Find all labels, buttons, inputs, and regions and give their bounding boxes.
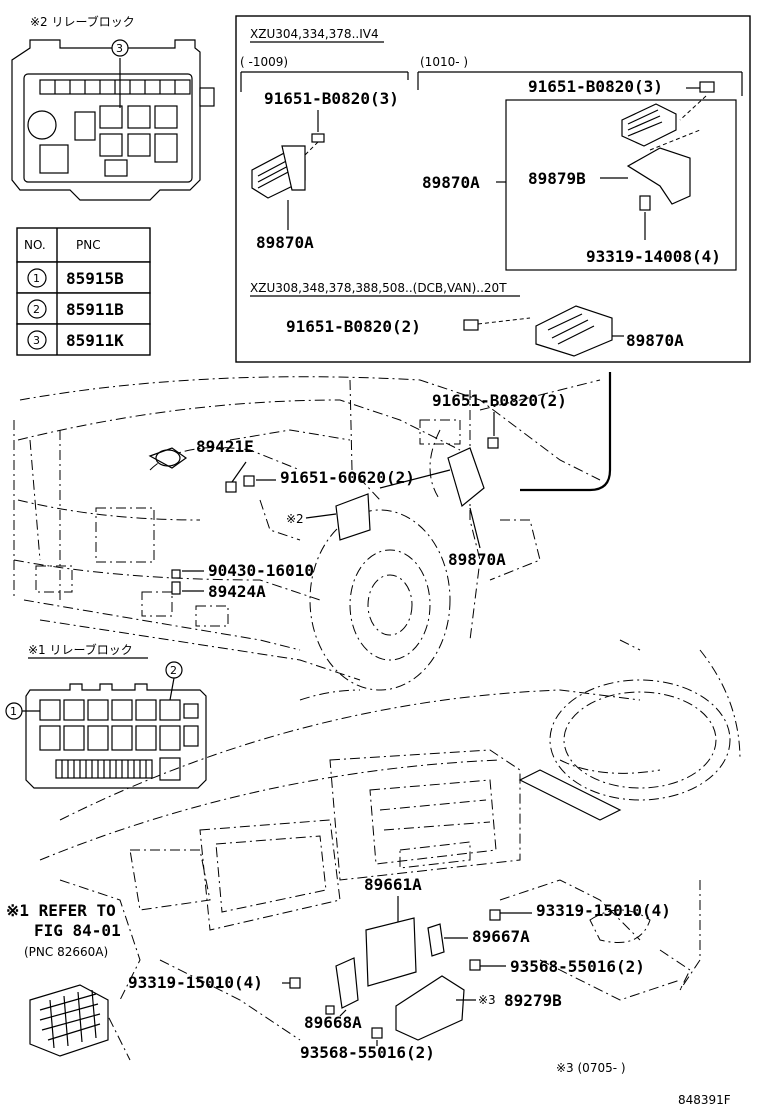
engine-ecu-89870a	[447, 447, 485, 508]
detail-range-right: (1010- )	[420, 55, 468, 69]
dash-bracket-label: 89668A	[304, 1013, 362, 1032]
detail-right-screw-label: 93319-14008(4)	[586, 247, 721, 266]
detail-left-part-label: 89870A	[256, 233, 314, 252]
dash-cover-mark: ※3	[478, 993, 496, 1007]
detail-right-bracket-label: 89879B	[528, 169, 586, 188]
footer: ※3 (0705- ) 848391F	[556, 1061, 731, 1107]
engine-ref-mark: ※2	[286, 512, 304, 526]
dash-screw-top-icon	[489, 909, 501, 921]
pnc-table-header-pnc: PNC	[76, 238, 101, 252]
pnc-row-3-pnc: 85911K	[66, 331, 124, 350]
dash-screw-top-label: 93319-15010(4)	[536, 901, 671, 920]
dash-screw-left-label: 93319-15010(4)	[128, 973, 263, 992]
engine-bolt-center-icon	[243, 475, 255, 487]
refer-line-2: FIG 84-01	[34, 921, 121, 940]
dash-sensor-89667a	[427, 923, 445, 957]
pnc-row-2-pnc: 85911B	[66, 300, 124, 319]
relay-block-1: ※1 リレーブロック 1 2	[5, 642, 207, 789]
dash-bracket-89668a	[335, 957, 359, 1009]
detail-model-top: XZU304,334,378..IV4	[250, 27, 379, 41]
engine-ecu-label: 89870A	[448, 550, 506, 569]
relay-block-1-marker-2-text: 2	[170, 664, 177, 677]
engine-switch-icon	[171, 581, 181, 595]
engine-clip-icon	[171, 569, 181, 579]
right-screw-icon	[639, 195, 651, 211]
footer-note: ※3 (0705- )	[556, 1061, 626, 1075]
dash-cover-label: 89279B	[504, 991, 562, 1010]
engine-sensor-label: 89421E	[196, 437, 254, 456]
engine-relay-block-2	[335, 493, 371, 541]
dash-nut-bottom-label: 93568-55016(2)	[300, 1043, 435, 1062]
dash-nut-right-icon	[469, 959, 481, 971]
relay-block-2-fuses	[39, 79, 191, 95]
relay-block-2-title: ※2 リレーブロック	[30, 14, 135, 29]
right-bolt-icon	[699, 81, 715, 93]
dash-nut-bottom-icon	[371, 1027, 383, 1039]
left-bolt-icon	[311, 133, 325, 143]
detail-bottom-bolt-label: 91651-B0820(2)	[286, 317, 421, 336]
dashboard-labels: ※1 REFER TO FIG 84-01 (PNC 82660A) 89661…	[6, 875, 671, 1062]
refer-relay-block-icon	[29, 984, 109, 1057]
relay-block-2: ※2 リレーブロック 3	[11, 14, 215, 201]
pnc-table: NO. PNC 1 85915B 2 85911B 3 85911K	[16, 227, 151, 356]
dash-cover-89279b	[395, 975, 465, 1041]
engine-clip-label: 90430-16010	[208, 561, 314, 580]
footer-code: 848391F	[678, 1093, 731, 1107]
dashboard-drawing	[29, 639, 741, 1061]
detail-right-outer-label: 89870A	[422, 173, 480, 192]
bottom-bolt-icon	[463, 319, 479, 331]
pnc-row-1-no: 1	[33, 272, 40, 285]
relay-block-2-marker	[111, 39, 129, 57]
detail-bottom-part-label: 89870A	[626, 331, 684, 350]
engine-bolt-left-icon	[225, 481, 237, 493]
right-ecu-unit	[621, 103, 677, 147]
pnc-row-3-no: 3	[33, 334, 40, 347]
dash-ecu-89661a	[365, 917, 417, 987]
engine-bay-drawing	[13, 372, 612, 701]
engine-bay-labels: 89421E 91651-B0820(2) 91651-60620(2) ※2 …	[182, 391, 567, 601]
detail-right-bolt-label: 91651-B0820(3)	[528, 77, 663, 96]
engine-bolt-right-icon	[487, 437, 499, 449]
detail-range-left: ( -1009)	[240, 55, 288, 69]
relay-block-2-marker-text: 3	[116, 42, 123, 55]
refer-line-3: (PNC 82660A)	[24, 945, 108, 959]
dash-sensor-label: 89667A	[472, 927, 530, 946]
detail-model-bottom: XZU308,348,378,388,508..(DCB,VAN)..20T	[250, 281, 507, 295]
dash-ecu-label: 89661A	[364, 875, 422, 894]
refer-line-1: ※1 REFER TO	[6, 901, 116, 920]
dash-nut-right-label: 93568-55016(2)	[510, 957, 645, 976]
detail-box: XZU304,334,378..IV4 ( -1009) (1010- ) 91…	[235, 15, 751, 363]
dash-screw-left-icon	[289, 977, 301, 989]
dash-clip-icon	[325, 1005, 335, 1015]
pnc-table-header-no: NO.	[24, 238, 46, 252]
engine-bolt-right-label: 91651-B0820(2)	[432, 391, 567, 410]
engine-bolt-center-label: 91651-60620(2)	[280, 468, 415, 487]
relay-block-1-marker-1-text: 1	[10, 705, 17, 718]
relay-block-1-title: ※1 リレーブロック	[28, 642, 133, 657]
pnc-row-1-pnc: 85915B	[66, 269, 124, 288]
right-bracket-89879b	[626, 147, 691, 205]
bottom-ecu-89870a	[535, 305, 613, 357]
pnc-row-2-no: 2	[33, 303, 40, 316]
engine-switch-label: 89424A	[208, 582, 266, 601]
detail-left-bolt-label: 91651-B0820(3)	[264, 89, 399, 108]
